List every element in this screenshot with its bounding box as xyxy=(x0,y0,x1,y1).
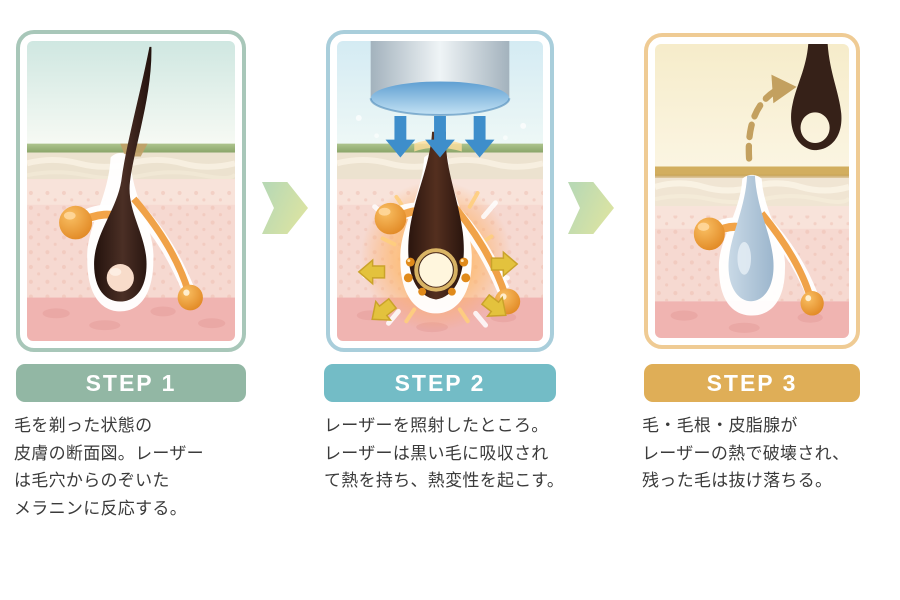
step3-illustration xyxy=(655,44,849,338)
flow-arrow-step1-to-step2 xyxy=(262,182,308,234)
step1-banner: STEP 1 xyxy=(16,364,246,402)
heated-papilla xyxy=(419,253,453,287)
step1-illustration xyxy=(27,41,235,341)
step1-illustration-card xyxy=(16,30,246,352)
falling-hair xyxy=(791,44,842,151)
step2-banner-label: STEP 2 xyxy=(394,369,486,396)
laser-lens xyxy=(370,81,510,116)
step3-description: 毛・毛根・皮脂腺が レーザーの熱で破壊され、 残った毛は抜け落ちる。 xyxy=(642,416,850,491)
second-follicle xyxy=(131,196,203,311)
fallout-arrow xyxy=(745,74,797,162)
hair xyxy=(94,46,152,302)
outward-arrows xyxy=(357,250,519,321)
step3-banner-label: STEP 3 xyxy=(706,369,798,396)
step2-description: レーザーを照射したところ。 レーザーは黒い毛に吸収され て熱を持ち、熱変性を起こ… xyxy=(324,416,565,491)
step1-banner-label: STEP 1 xyxy=(85,369,177,396)
destroyed-follicle xyxy=(728,175,774,302)
step3-banner: STEP 3 xyxy=(644,364,860,402)
step2-illustration xyxy=(337,41,543,341)
flow-arrow-step2-to-step3 xyxy=(568,182,614,234)
laser-beam-arrows xyxy=(385,116,495,158)
step2-illustration-card xyxy=(326,30,554,352)
hair xyxy=(408,131,464,300)
skin-surface-band xyxy=(655,166,849,176)
papilla xyxy=(106,264,134,292)
heat-beads xyxy=(403,257,471,296)
step2-banner: STEP 2 xyxy=(324,364,556,402)
second-follicle xyxy=(759,211,824,316)
step3-illustration-card xyxy=(644,33,860,349)
step1-description: 毛を剃った状態の 皮膚の断面図。レーザー は毛穴からのぞいた メラニンに反応する… xyxy=(14,416,204,518)
laser-device xyxy=(369,41,511,116)
